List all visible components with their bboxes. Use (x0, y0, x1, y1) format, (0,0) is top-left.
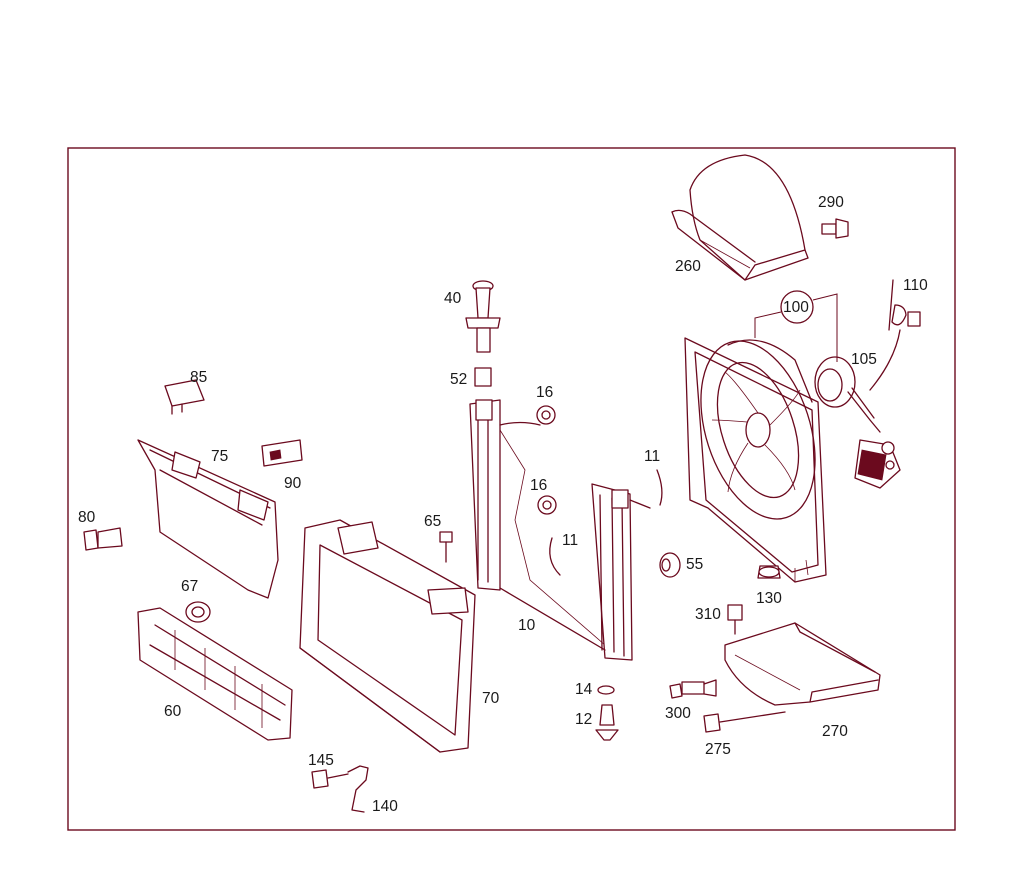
part-270-lower-cover (724, 622, 881, 706)
part-110-clip (888, 279, 921, 331)
diagram-frame (67, 147, 956, 831)
callout-circle-100 (780, 290, 814, 324)
callout-labels: 10 11 11 12 14 16 16 40 52 55 60 65 67 7… (78, 194, 928, 815)
callout-11-right: 11 (644, 448, 660, 465)
callout-16-lower: 16 (530, 477, 547, 494)
callout-145: 145 (308, 752, 334, 769)
part-300-bolt (669, 679, 717, 699)
part-40-filler-neck (465, 280, 501, 353)
callout-70: 70 (482, 690, 500, 707)
part-65-bolt (439, 531, 453, 563)
callout-40: 40 (444, 290, 462, 307)
callout-85: 85 (190, 369, 207, 386)
part-140-bracket (347, 765, 369, 813)
part-310-clip (727, 604, 743, 635)
part-130-grommet (757, 565, 781, 579)
part-16-seal-lower (537, 495, 557, 515)
part-16-seal-upper (536, 405, 556, 425)
part-11-clip-right (656, 469, 663, 506)
part-12-drain-plug (595, 704, 619, 741)
callout-100: 100 (783, 299, 809, 316)
part-52-cap (474, 367, 492, 387)
callout-275: 275 (705, 741, 731, 758)
part-290-bolt (821, 218, 849, 239)
callout-12: 12 (575, 711, 592, 728)
part-85-cover (164, 379, 205, 415)
callout-310: 310 (695, 606, 721, 623)
callout-65: 65 (424, 513, 441, 530)
callout-16-upper: 16 (536, 384, 553, 401)
callout-130: 130 (756, 590, 782, 607)
part-55-bushing (659, 552, 681, 578)
callout-67: 67 (181, 578, 198, 595)
part-100-fan-assembly (684, 337, 827, 583)
part-90-bracket (261, 439, 303, 467)
callout-300: 300 (665, 705, 691, 722)
callout-140: 140 (372, 798, 398, 815)
callout-110: 110 (903, 277, 928, 294)
part-70-carrier-frame (299, 519, 476, 753)
part-14-washer (597, 685, 615, 695)
leader-lines (754, 290, 838, 362)
callout-270: 270 (822, 723, 848, 740)
part-67-clamp (185, 601, 211, 623)
part-60-air-guide (137, 607, 293, 741)
part-80-pin (83, 527, 123, 551)
callout-52: 52 (450, 371, 467, 388)
callout-11-left: 11 (562, 532, 578, 549)
part-260-shroud-cover (671, 154, 809, 281)
part-75-upper-frame (137, 439, 279, 599)
callout-90: 90 (284, 475, 302, 492)
callout-260: 260 (675, 258, 701, 275)
part-105-control-unit (854, 439, 901, 489)
callout-105: 105 (851, 351, 877, 368)
callout-80: 80 (78, 509, 96, 526)
part-275-bolt (703, 711, 786, 733)
callout-290: 290 (818, 194, 844, 211)
callout-14: 14 (575, 681, 593, 698)
part-105-fan-motor (814, 329, 901, 433)
part-10-radiator (469, 399, 651, 661)
callout-55: 55 (686, 556, 703, 573)
callout-75: 75 (211, 448, 228, 465)
part-11-clip-left (549, 537, 561, 576)
part-145-bolt (311, 769, 349, 789)
callout-10: 10 (518, 617, 536, 634)
callout-60: 60 (164, 703, 182, 720)
